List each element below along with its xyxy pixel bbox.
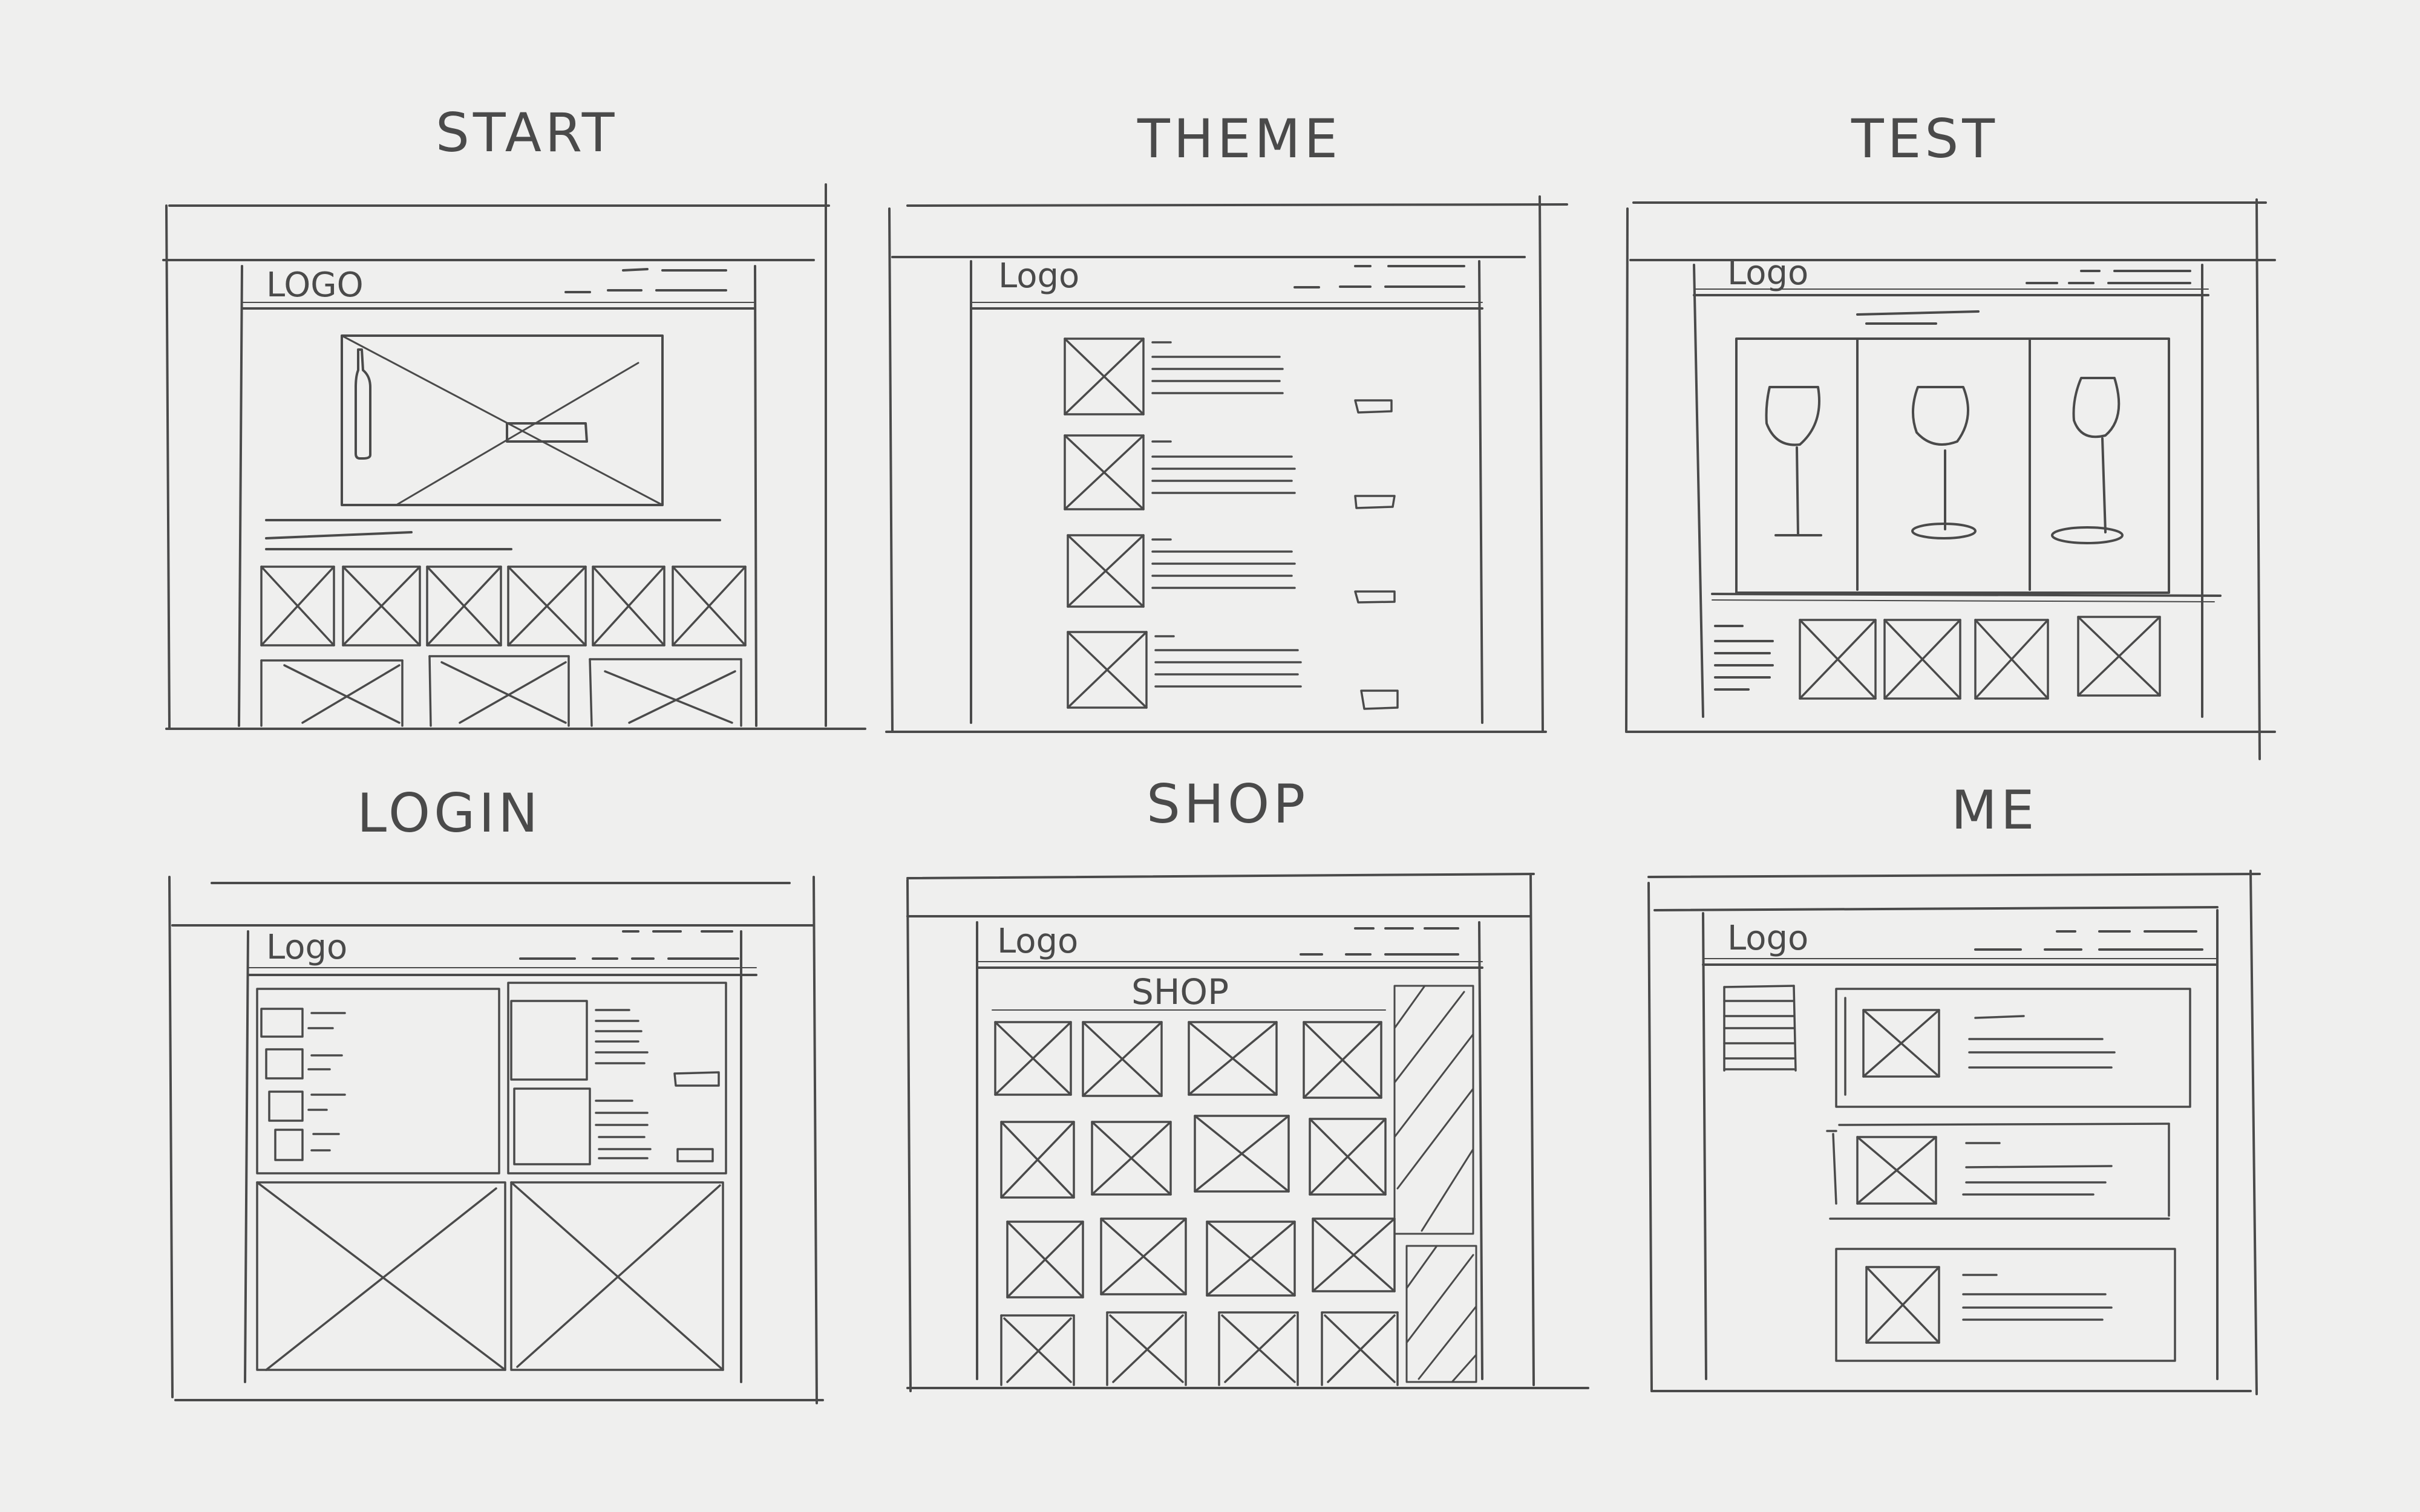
panel-theme: THEME Logo bbox=[885, 108, 1568, 733]
me-card-1 bbox=[1835, 988, 2191, 1108]
panel-login: LOGIN Logo bbox=[168, 782, 824, 1404]
thumbnail-row-1 bbox=[260, 565, 747, 647]
theme-list bbox=[1064, 337, 1399, 710]
me-card-2 bbox=[1826, 1123, 2170, 1220]
login-bottom-images bbox=[256, 1181, 724, 1371]
product-grid bbox=[994, 1021, 1399, 1386]
hero-image-placeholder bbox=[341, 334, 664, 506]
panel-title-login: LOGIN bbox=[357, 782, 541, 844]
logo-login: Logo bbox=[266, 928, 347, 967]
shop-section-label: SHOP bbox=[1131, 971, 1229, 1012]
panel-test: TEST Logo bbox=[1625, 108, 2276, 760]
login-info-box bbox=[507, 982, 727, 1175]
panel-start: START LOGO bbox=[162, 102, 866, 730]
logo-theme: Logo bbox=[998, 256, 1079, 296]
panel-title-theme: THEME bbox=[1137, 108, 1341, 170]
shop-sidebar-hatched bbox=[1393, 985, 1477, 1383]
thumbnail-row-test bbox=[1799, 616, 2161, 700]
me-card-3 bbox=[1835, 1248, 2176, 1362]
panel-title-shop: SHOP bbox=[1146, 773, 1309, 835]
wine-glass-1 bbox=[1765, 386, 1822, 536]
logo-start: LOGO bbox=[266, 266, 364, 305]
wine-glass-showcase bbox=[1711, 337, 2222, 602]
me-side-menu bbox=[1723, 985, 1797, 1072]
panel-title-test: TEST bbox=[1851, 108, 1998, 170]
panel-me: ME Logo bbox=[1647, 779, 2261, 1395]
logo-test: Logo bbox=[1727, 253, 1808, 293]
panel-title-me: ME bbox=[1951, 779, 2038, 841]
thumbnail-row-2 bbox=[260, 655, 742, 727]
logo-me: Logo bbox=[1727, 919, 1808, 958]
logo-shop: Logo bbox=[997, 922, 1078, 961]
login-form-box bbox=[256, 988, 500, 1175]
panel-title-start: START bbox=[436, 102, 618, 164]
wine-glass-3 bbox=[2051, 377, 2124, 544]
panel-shop: SHOP Logo SHOP bbox=[906, 773, 1589, 1392]
wine-glass-2 bbox=[1911, 386, 1977, 539]
